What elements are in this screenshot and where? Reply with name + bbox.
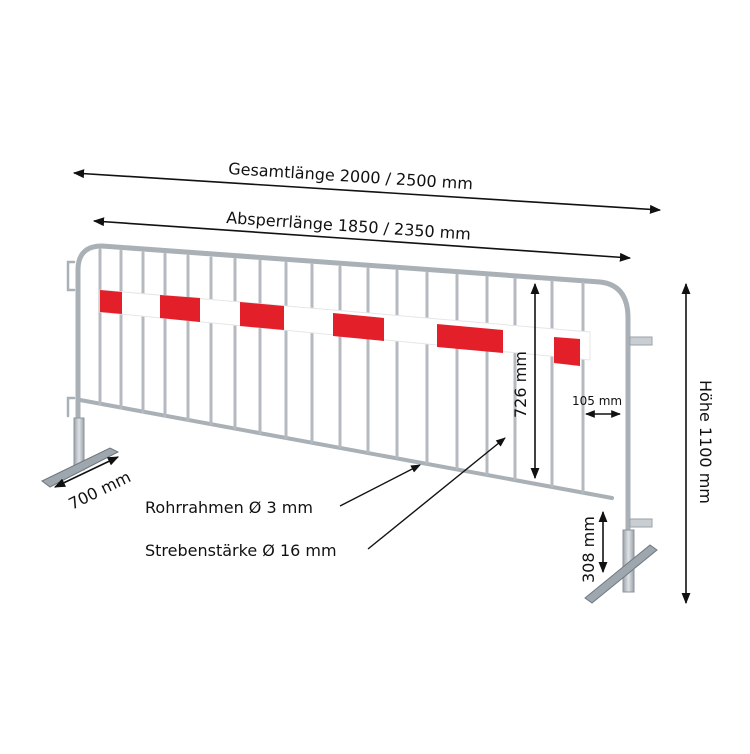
foot-length-arrow [53, 456, 120, 488]
foot-length-dimension: 700 mm [53, 456, 134, 514]
total-height-dimension: Höhe 1100 mm [681, 282, 715, 605]
barrier-frame [66, 243, 653, 593]
bar-spacing-label: 105 mm [572, 394, 622, 408]
frame-tube-arrow [339, 464, 421, 507]
barrier-length-arrow [92, 217, 632, 262]
inner-height-label: 726 mm [511, 351, 530, 418]
strut-thickness-callout: Strebenstärke Ø 16 mm [145, 437, 506, 560]
inner-height-dimension: 726 mm [511, 282, 540, 480]
total-height-label: Höhe 1100 mm [696, 380, 715, 504]
reflective-stripe [99, 289, 591, 366]
foot-height-label: 308 mm [579, 516, 598, 583]
bar-spacing-dimension: 105 mm [572, 394, 622, 418]
foot-height-dimension: 308 mm [579, 510, 608, 583]
total-length-arrow [72, 169, 662, 214]
total-length-label: Gesamtlänge 2000 / 2500 mm [228, 159, 474, 193]
frame-tube-callout: Rohrrahmen Ø 3 mm [145, 464, 421, 517]
strut-thickness-arrow [367, 437, 506, 550]
right-foot-plate [584, 544, 658, 604]
total-length-dimension: Gesamtlänge 2000 / 2500 mm [72, 159, 662, 214]
frame-tube-label: Rohrrahmen Ø 3 mm [145, 498, 313, 517]
strut-thickness-label: Strebenstärke Ø 16 mm [145, 541, 337, 560]
